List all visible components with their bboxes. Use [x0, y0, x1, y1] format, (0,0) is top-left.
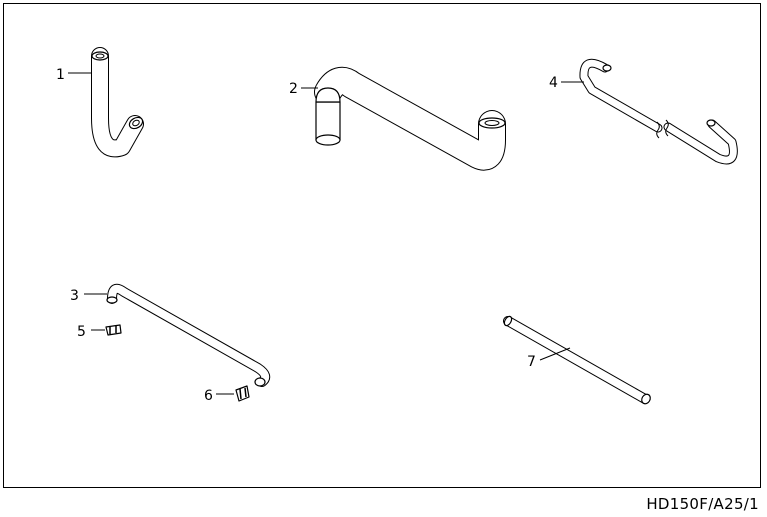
part-5-clip: [91, 324, 122, 336]
callout-6: 6: [204, 388, 213, 404]
callout-5: 5: [77, 324, 86, 340]
diagram-border: [3, 3, 761, 488]
callout-4: 4: [549, 75, 558, 91]
callout-7: 7: [527, 354, 536, 370]
callout-1: 1: [56, 67, 65, 83]
part-1-hose: [68, 47, 144, 158]
part-3-hose: [84, 283, 271, 387]
part-2-hose: [301, 66, 506, 171]
callout-2: 2: [289, 81, 298, 97]
part-6-clip: [216, 385, 250, 402]
callout-3: 3: [70, 288, 79, 304]
part-7-hose: [503, 315, 651, 405]
reference-code: HD150F/A25/1: [646, 495, 759, 513]
part-4-hose: [561, 58, 738, 165]
